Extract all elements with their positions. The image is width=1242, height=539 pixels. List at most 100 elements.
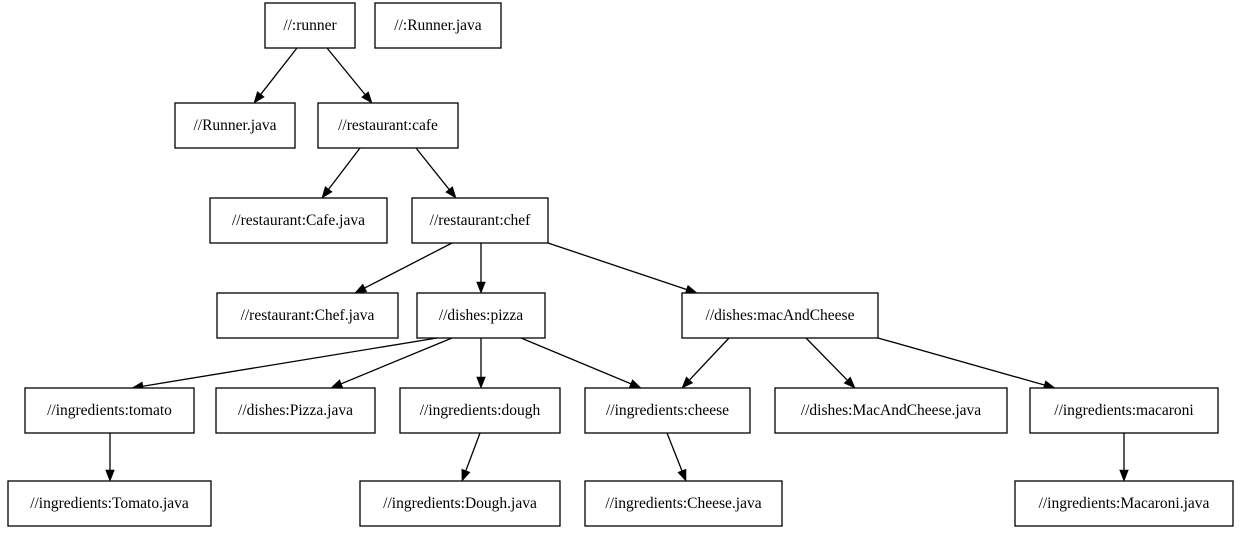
node-box[interactable] [399, 387, 561, 434]
edge-arrowhead [321, 186, 333, 199]
node-restaurant_chef[interactable]: //restaurant:chef [411, 197, 549, 244]
node-dishes_pizza_java[interactable]: //dishes:Pizza.java [215, 387, 376, 434]
node-label: //ingredients:dough [420, 402, 541, 419]
node-box[interactable] [174, 102, 296, 149]
node-ingredients_tomato_java[interactable]: //ingredients:Tomato.java [7, 480, 212, 527]
edge-line [666, 432, 683, 472]
node-restaurant_cafe[interactable]: //restaurant:cafe [317, 102, 459, 149]
node-box[interactable] [215, 387, 376, 434]
edge-restaurant_cafe-to-restaurant_chef [415, 147, 457, 199]
nodes-layer: //:runner //:Runner.java //Runner.java //re… [7, 2, 1234, 527]
node-label: //Runner.java [193, 117, 276, 134]
node-runner_java[interactable]: //Runner.java [174, 102, 296, 149]
edge-arrowhead [354, 283, 368, 294]
node-label: //ingredients:tomato [47, 402, 172, 419]
node-box[interactable] [216, 292, 399, 339]
edge-ingredients_macaroni-to-ingredients_macaroni_java [1119, 433, 1129, 482]
node-box[interactable] [209, 197, 388, 244]
node-dishes_mac_java[interactable]: //dishes:MacAndCheese.java [774, 387, 1008, 434]
node-label: //ingredients:Dough.java [383, 495, 537, 512]
node-box[interactable] [681, 292, 879, 339]
node-label: //ingredients:macaroni [1054, 402, 1194, 419]
edge-line [465, 432, 481, 471]
edge-arrowhead [677, 468, 687, 482]
node-ingredients_macaroni_java[interactable]: //ingredients:Macaroni.java [1014, 480, 1234, 527]
edge-restaurant_chef-to-restaurant_chef_java [354, 242, 453, 294]
edge-restaurant_chef-to-dishes_pizza [476, 243, 486, 294]
edge-dishes_pizza-to-ingredients_cheese [520, 337, 642, 389]
node-box[interactable] [374, 2, 502, 49]
edge-arrowhead [476, 376, 486, 389]
edge-ingredients_cheese-to-ingredients_cheese_java [666, 432, 687, 482]
node-label: //restaurant:Chef.java [241, 307, 375, 324]
node-label: //dishes:Pizza.java [238, 402, 353, 419]
node-ingredients_dough[interactable]: //ingredients:dough [399, 387, 561, 434]
node-label: //ingredients:Cheese.java [605, 495, 761, 512]
edge-line [364, 242, 453, 289]
node-box[interactable] [24, 387, 195, 434]
edge-runner-to-runner_java [253, 47, 298, 104]
edge-restaurant_chef-to-dishes_macandcheese [547, 242, 698, 294]
edge-arrowhead [628, 379, 642, 389]
node-box[interactable] [7, 480, 212, 527]
node-restaurant_cafe_java[interactable]: //restaurant:Cafe.java [209, 197, 388, 244]
node-label: //dishes:macAndCheese [706, 307, 855, 324]
node-label: //ingredients:Tomato.java [30, 495, 189, 512]
edge-dishes_macandcheese-to-dishes_mac_java [805, 337, 856, 389]
node-box[interactable] [1014, 480, 1234, 527]
node-ingredients_tomato[interactable]: //ingredients:tomato [24, 387, 195, 434]
edge-line [340, 337, 453, 385]
node-box[interactable] [359, 480, 561, 527]
node-box[interactable] [1029, 387, 1219, 434]
node-ingredients_dough_java[interactable]: //ingredients:Dough.java [359, 480, 561, 527]
edge-arrowhead [843, 376, 856, 389]
node-dishes_pizza[interactable]: //dishes:pizza [416, 292, 546, 339]
edge-line [326, 47, 366, 95]
node-restaurant_chef_java[interactable]: //restaurant:Chef.java [216, 292, 399, 339]
node-label: //dishes:pizza [439, 307, 523, 324]
node-box[interactable] [411, 197, 549, 244]
edge-arrowhead [681, 376, 694, 389]
node-label: //:Runner.java [394, 17, 482, 34]
edge-line [142, 337, 438, 387]
node-box[interactable] [774, 387, 1008, 434]
node-dishes_macandcheese[interactable]: //dishes:macAndCheese [681, 292, 879, 339]
node-label: //ingredients:cheese [606, 402, 729, 419]
edge-arrowhead [105, 469, 115, 482]
node-ingredients_macaroni[interactable]: //ingredients:macaroni [1029, 387, 1219, 434]
node-box[interactable] [317, 102, 459, 149]
node-label: //restaurant:chef [430, 212, 532, 229]
edge-line [520, 337, 632, 385]
edge-arrowhead [1119, 469, 1129, 482]
node-label: //ingredients:Macaroni.java [1039, 495, 1210, 512]
edge-line [328, 147, 361, 190]
edge-line [260, 47, 298, 95]
node-ingredients_cheese[interactable]: //ingredients:cheese [584, 387, 751, 434]
node-label: //restaurant:Cafe.java [232, 212, 365, 229]
node-box[interactable] [584, 387, 751, 434]
node-runner[interactable]: //:runner [264, 2, 356, 49]
edge-line [689, 337, 730, 381]
node-label: //restaurant:cafe [338, 117, 438, 134]
edge-line [547, 242, 687, 291]
edge-ingredients_dough-to-ingredients_dough_java [461, 432, 481, 482]
edge-arrowhead [330, 379, 344, 389]
edge-restaurant_cafe-to-restaurant_cafe_java [321, 147, 361, 199]
edge-arrowhead [445, 186, 457, 199]
edge-arrowhead [461, 468, 471, 482]
node-label: //:runner [283, 17, 337, 34]
node-box[interactable] [264, 2, 356, 49]
edge-dishes_macandcheese-to-ingredients_cheese [681, 337, 730, 389]
edge-arrowhead [476, 281, 486, 294]
edge-dishes_pizza-to-ingredients_tomato [131, 337, 438, 391]
node-ingredients_cheese_java[interactable]: //ingredients:Cheese.java [584, 480, 783, 527]
node-box[interactable] [416, 292, 546, 339]
node-runner_java_root[interactable]: //:Runner.java [374, 2, 502, 49]
node-label: //dishes:MacAndCheese.java [801, 402, 981, 419]
edge-dishes_pizza-to-dishes_pizza_java [330, 337, 453, 389]
edge-line [415, 147, 450, 190]
edge-line [877, 337, 1045, 386]
node-box[interactable] [584, 480, 783, 527]
